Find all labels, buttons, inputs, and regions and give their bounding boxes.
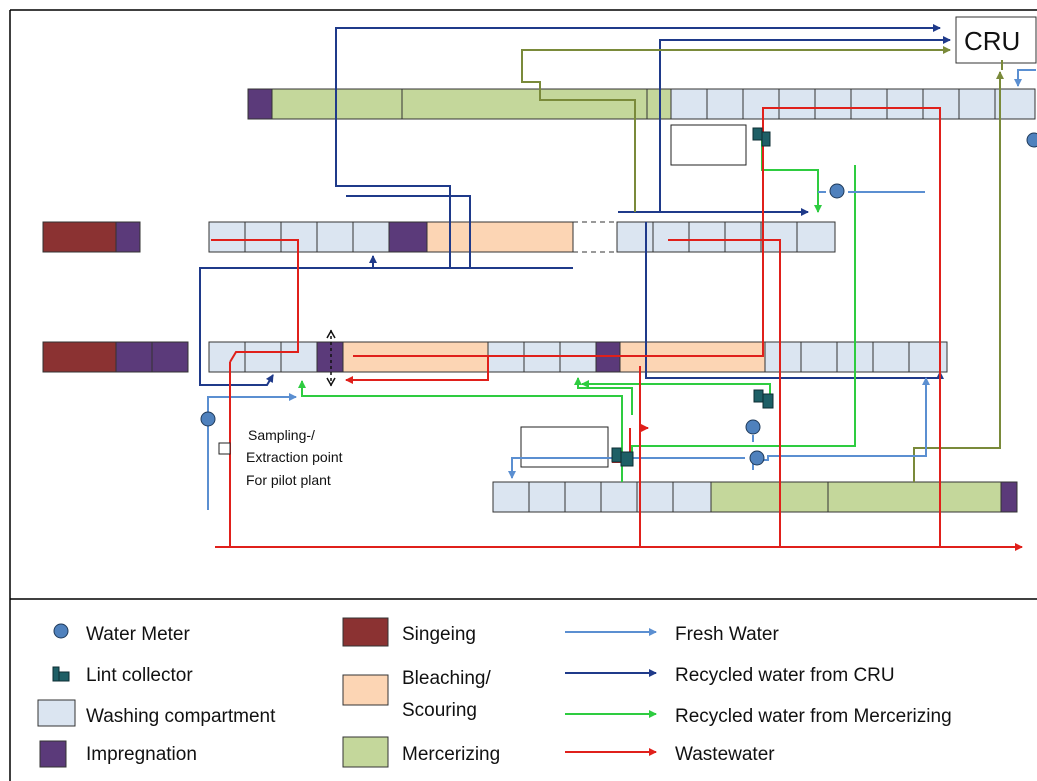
cru-box: CRU — [955, 16, 1037, 64]
empty-box-top — [670, 124, 747, 166]
sampling-point: Sampling-/ Extraction point For pilot pl… — [218, 427, 343, 488]
legend-water-meter: Water Meter — [86, 624, 190, 645]
water-meter-icon — [53, 623, 69, 639]
impregnation-swatch — [39, 740, 67, 768]
line-2-singeing-block — [42, 221, 141, 253]
mercerizing-swatch — [342, 736, 389, 768]
legend-cru: Recycled water from CRU — [675, 665, 895, 686]
empty-box-bottom — [520, 426, 609, 468]
water-meter-icon — [749, 450, 765, 466]
line-4-bottom — [492, 481, 1018, 513]
legend-washing: Washing compartment — [86, 706, 276, 727]
legend-mercerizing: Mercerizing — [402, 744, 500, 765]
legend-singeing: Singeing — [402, 624, 476, 645]
bleaching-swatch — [342, 674, 389, 706]
washing-compartment-swatch — [37, 699, 76, 727]
waste-flow-lines — [211, 107, 1023, 551]
legend-bleaching-1: Bleaching/ — [402, 668, 491, 689]
singeing-swatch — [342, 617, 389, 647]
lint-collector-icon — [52, 666, 70, 682]
cru-flow-lines — [199, 24, 951, 386]
line-1-top — [247, 88, 1036, 120]
water-meters — [200, 132, 1037, 466]
cru-label: CRU — [964, 26, 1020, 56]
lint-collector-icon — [752, 127, 771, 147]
water-meter-icon — [829, 183, 845, 199]
legend-bleaching-2: Scouring — [402, 700, 477, 721]
line-3-singeing-block — [42, 341, 189, 373]
legend: Water Meter Lint collector Washing compa… — [37, 617, 952, 768]
diagram-frame — [9, 9, 1037, 781]
sampling-point-icon — [218, 442, 231, 455]
sampling-line-3: For pilot plant — [246, 472, 331, 488]
water-meter-icon — [1026, 132, 1037, 148]
lint-collector-icon — [753, 389, 774, 409]
legend-waste: Wastewater — [675, 744, 775, 765]
black-marker — [326, 329, 336, 387]
legend-merc: Recycled water from Mercerizing — [675, 706, 952, 727]
water-meter-icon — [200, 411, 216, 427]
water-meter-icon — [745, 419, 761, 435]
sampling-line-2: Extraction point — [246, 449, 343, 465]
legend-fresh: Fresh Water — [675, 624, 779, 645]
olive-flow-lines — [521, 46, 1004, 482]
sampling-line-1: Sampling-/ — [248, 427, 315, 443]
lint-collector-icon — [611, 447, 634, 467]
legend-lint-collector: Lint collector — [86, 665, 193, 686]
line-2 — [208, 221, 836, 253]
legend-impregnation: Impregnation — [86, 744, 197, 765]
lint-collectors — [611, 127, 774, 467]
